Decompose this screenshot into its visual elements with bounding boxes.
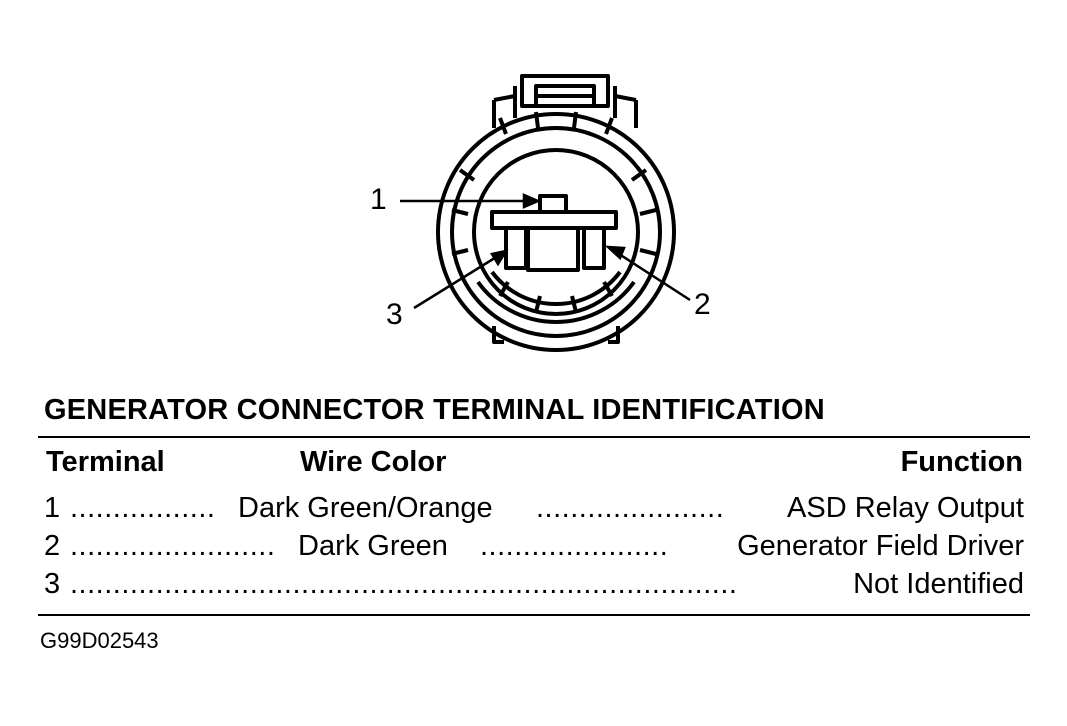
connector-diagram — [400, 74, 691, 352]
leader-dots: ...................... — [536, 492, 725, 524]
terminal-number: 2 — [44, 530, 61, 562]
leader-dots: ........................................… — [70, 568, 738, 600]
callout-3-label: 3 — [386, 298, 403, 331]
function: Not Identified — [853, 568, 1024, 600]
leader-dots: ...................... — [480, 530, 669, 562]
header-wire-color: Wire Color — [300, 446, 447, 478]
terminal-block — [490, 194, 618, 272]
table-title: GENERATOR CONNECTOR TERMINAL IDENTIFICAT… — [44, 394, 825, 426]
table-row: 1 ................. Dark Green/Orange ..… — [44, 492, 1024, 528]
connector-cavity — [472, 148, 640, 316]
leader-dots: ................. — [70, 492, 216, 524]
callout-2-arrow — [604, 245, 691, 302]
function: ASD Relay Output — [787, 492, 1024, 524]
figure-code: G99D02543 — [40, 628, 159, 653]
header-terminal: Terminal — [46, 446, 165, 478]
table-row: 2 ........................ Dark Green ..… — [44, 530, 1024, 566]
function: Generator Field Driver — [737, 530, 1024, 562]
header-function: Function — [900, 446, 1023, 478]
terminal-2-pin — [582, 226, 606, 270]
wire-color: Dark Green/Orange — [238, 492, 493, 524]
callout-1-arrow — [400, 193, 542, 209]
wire-color: Dark Green — [298, 530, 448, 562]
terminal-number: 3 — [44, 568, 61, 600]
connector-outer-ring — [436, 112, 676, 352]
table-row: 3 ......................................… — [44, 568, 1024, 604]
leader-dots: ........................ — [70, 530, 276, 562]
connector-ring-segments — [451, 111, 657, 344]
terminal-3-pin — [504, 226, 528, 270]
callout-1-label: 1 — [370, 183, 387, 216]
table-bottom-rule — [38, 614, 1030, 616]
terminal-number: 1 — [44, 492, 61, 524]
table-top-rule — [38, 436, 1030, 438]
connector-lock-tab — [492, 74, 638, 128]
connector-inner-ring — [450, 126, 662, 338]
callout-2-label: 2 — [694, 288, 711, 321]
callout-3-arrow — [413, 249, 509, 310]
